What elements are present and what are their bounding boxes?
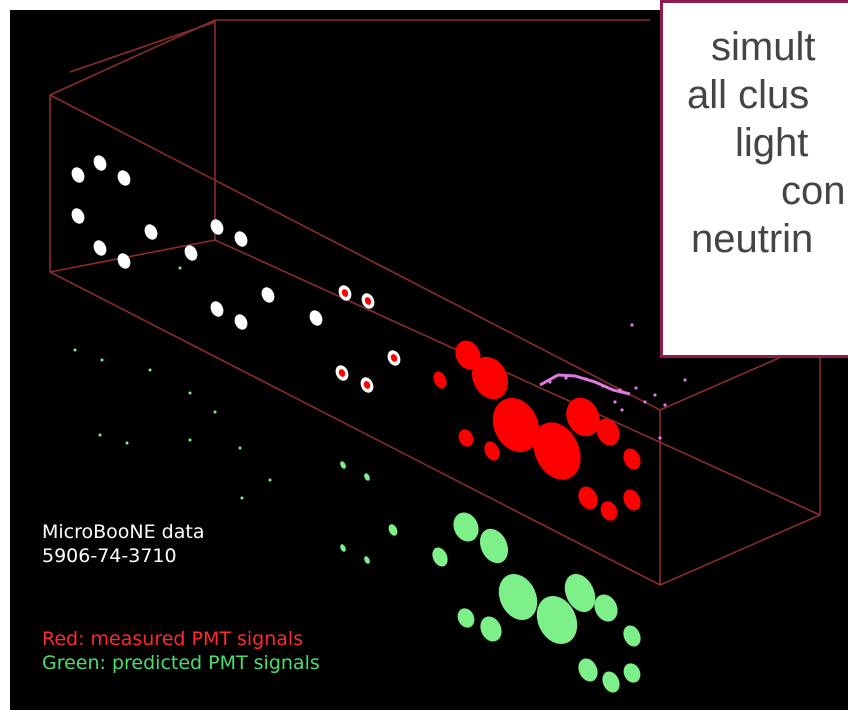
callout-text: simult all clus light con neutrin bbox=[663, 23, 848, 263]
pmt-predicted bbox=[388, 524, 398, 536]
track-hit bbox=[653, 393, 657, 397]
predicted-hit bbox=[148, 368, 152, 372]
pmt-predicted bbox=[594, 594, 618, 622]
pmt-layer bbox=[71, 155, 687, 693]
pmt-measured bbox=[338, 369, 346, 377]
pmt-measured bbox=[364, 297, 372, 305]
pmt-unlit bbox=[261, 287, 275, 303]
callout-box: simult all clus light con neutrin bbox=[660, 0, 848, 358]
pmt-unlit bbox=[184, 245, 198, 261]
pmt-measured bbox=[458, 429, 474, 447]
predicted-hit bbox=[240, 496, 244, 500]
run-info-title: MicroBooNE data bbox=[42, 521, 205, 543]
track-hit bbox=[643, 400, 647, 404]
pmt-predicted bbox=[453, 512, 479, 542]
predicted-hit bbox=[268, 478, 272, 482]
predicted-hit bbox=[98, 433, 102, 437]
pmt-predicted bbox=[480, 616, 502, 642]
pmt-unlit bbox=[93, 155, 107, 171]
pmt-unlit bbox=[117, 253, 131, 269]
pmt-unlit bbox=[210, 219, 224, 235]
box-edge bbox=[49, 95, 661, 586]
track-hit bbox=[613, 400, 617, 404]
predicted-hit bbox=[100, 358, 104, 362]
box-edge bbox=[214, 239, 821, 516]
pmt-predicted bbox=[498, 573, 538, 621]
legend: Red: measured PMT signals Green: predict… bbox=[42, 627, 320, 675]
pmt-measured bbox=[433, 371, 447, 389]
pmt-unlit bbox=[93, 240, 107, 256]
predicted-hit bbox=[125, 441, 129, 445]
track-hit bbox=[564, 376, 568, 380]
predicted-hit bbox=[188, 391, 192, 395]
track-hit bbox=[601, 384, 605, 388]
track-hit bbox=[630, 323, 634, 327]
pmt-predicted bbox=[578, 658, 598, 682]
detector-box bbox=[49, 19, 821, 587]
pmt-unlit bbox=[71, 167, 85, 183]
run-info-id: 5906-74-3710 bbox=[42, 545, 177, 567]
pmt-predicted bbox=[623, 625, 641, 647]
pmt-predicted bbox=[364, 473, 370, 481]
track-hit bbox=[618, 388, 622, 392]
predicted-hit bbox=[213, 410, 217, 414]
pmt-predicted bbox=[479, 528, 509, 564]
pmt-unlit bbox=[210, 301, 224, 317]
pmt-predicted bbox=[432, 547, 448, 567]
callout-line: all clus bbox=[687, 73, 810, 117]
track-hit bbox=[584, 377, 588, 381]
box-edge bbox=[49, 19, 650, 96]
callout-line: simult bbox=[711, 25, 816, 69]
pmt-measured bbox=[484, 441, 500, 461]
predicted-hit bbox=[73, 348, 77, 352]
pmt-predicted bbox=[364, 556, 370, 564]
callout-line: neutrin bbox=[691, 217, 814, 261]
box-edge bbox=[659, 338, 821, 587]
pmt-predicted bbox=[602, 671, 620, 693]
pmt-unlit bbox=[71, 208, 85, 224]
pmt-unlit bbox=[309, 310, 323, 326]
track-hit bbox=[663, 403, 667, 407]
legend-predicted: Green: predicted PMT signals bbox=[42, 652, 320, 674]
pmt-measured bbox=[341, 289, 349, 297]
pmt-unlit bbox=[234, 231, 248, 247]
box-edge bbox=[49, 239, 216, 273]
track-hit bbox=[658, 436, 662, 440]
pmt-unlit bbox=[144, 224, 158, 240]
predicted-hit bbox=[188, 438, 192, 442]
pmt-predicted bbox=[457, 608, 475, 628]
pmt-measured bbox=[472, 356, 508, 400]
pmt-predicted bbox=[340, 461, 346, 469]
pmt-measured bbox=[566, 397, 600, 437]
pmt-measured bbox=[455, 340, 481, 370]
predicted-hit bbox=[178, 266, 182, 270]
track-hit bbox=[620, 408, 624, 412]
pmt-measured bbox=[623, 448, 641, 470]
pmt-measured bbox=[600, 501, 618, 521]
pmt-predicted bbox=[564, 573, 596, 613]
legend-measured: Red: measured PMT signals bbox=[42, 628, 304, 650]
track-hit bbox=[634, 386, 638, 390]
callout-line: light bbox=[735, 121, 809, 165]
pmt-measured bbox=[390, 354, 398, 362]
pmt-measured bbox=[623, 489, 641, 511]
run-info: MicroBooNE data 5906-74-3710 bbox=[42, 520, 204, 568]
pmt-unlit bbox=[117, 170, 131, 186]
event-svg bbox=[49, 19, 821, 693]
callout-line: con bbox=[781, 169, 846, 213]
pmt-predicted bbox=[340, 544, 346, 552]
pmt-measured bbox=[533, 422, 581, 480]
pmt-predicted bbox=[536, 595, 578, 645]
pmt-measured bbox=[596, 418, 620, 446]
box-edge bbox=[69, 21, 216, 73]
predicted-hit bbox=[238, 446, 242, 450]
pmt-predicted bbox=[623, 663, 641, 683]
pmt-unlit bbox=[234, 314, 248, 330]
pmt-measured bbox=[363, 381, 371, 389]
track-hit bbox=[548, 380, 552, 384]
box-edge bbox=[49, 94, 661, 411]
pmt-measured bbox=[492, 397, 540, 453]
track-hit bbox=[683, 378, 687, 382]
pmt-measured bbox=[578, 486, 598, 510]
